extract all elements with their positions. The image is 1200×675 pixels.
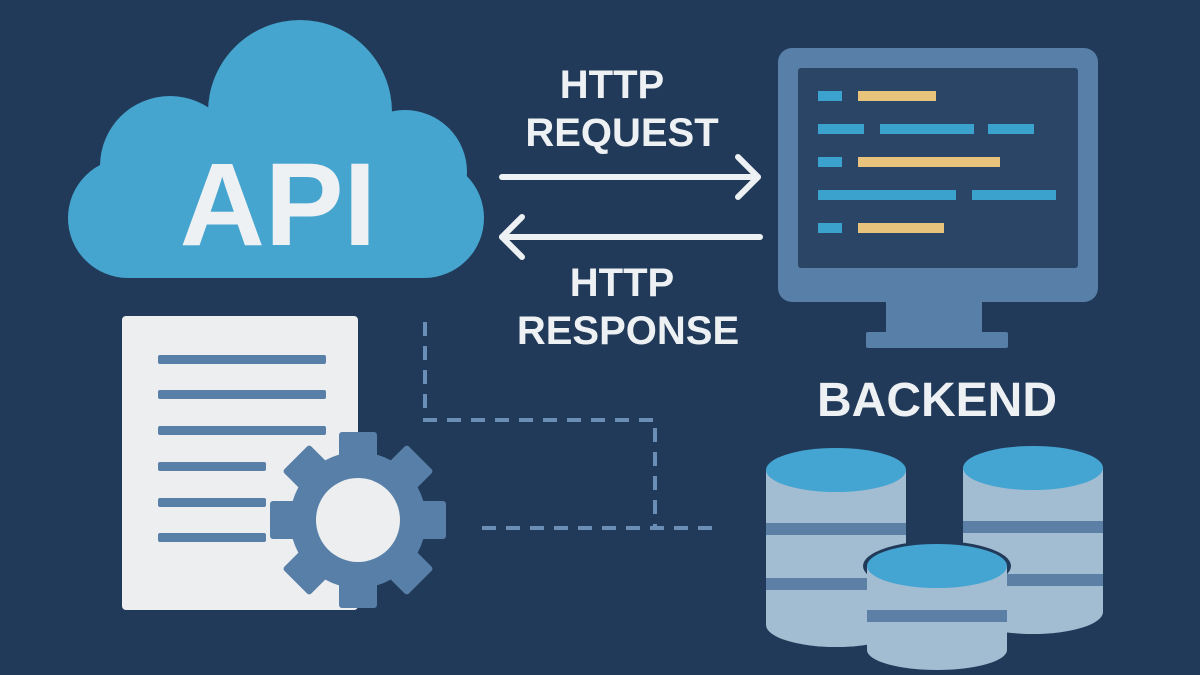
arrow-right-icon <box>499 154 761 200</box>
response-label-line1: HTTP <box>570 261 674 305</box>
dashed-connector <box>423 322 722 530</box>
database-icon <box>766 446 1103 670</box>
gear-icon <box>270 432 446 608</box>
response-label-line2: RESPONSE <box>517 309 739 353</box>
request-label-line2: REQUEST <box>525 111 718 155</box>
monitor-screen <box>798 68 1078 268</box>
request-label-line1: HTTP <box>560 63 664 107</box>
database-front <box>863 541 1011 670</box>
cloud-icon <box>68 20 484 278</box>
arrow-left-icon <box>499 214 763 260</box>
monitor-icon <box>778 48 1098 348</box>
code-lines <box>818 91 1056 233</box>
api-label: API <box>180 139 377 271</box>
backend-label: BACKEND <box>817 374 1057 427</box>
